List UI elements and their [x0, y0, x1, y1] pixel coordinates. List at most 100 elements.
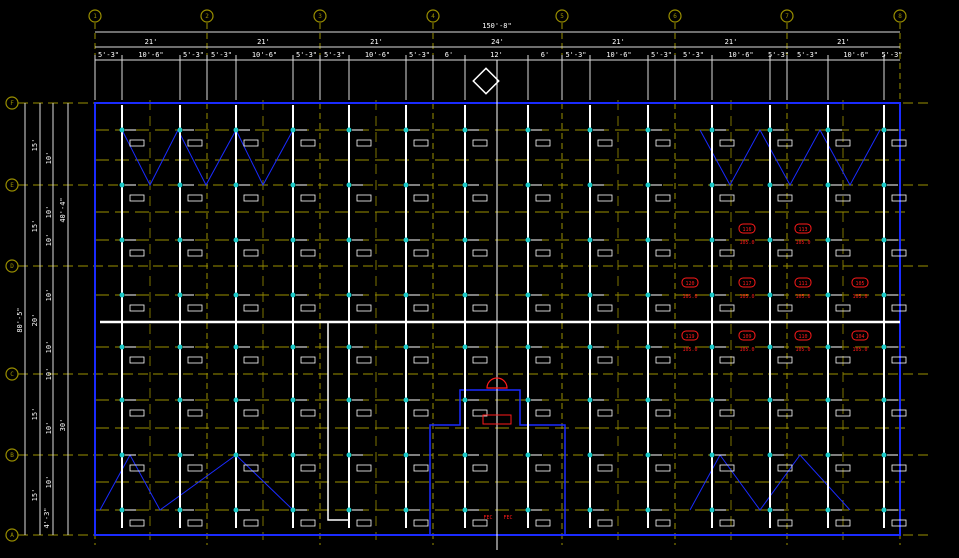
pipe-size-tag — [243, 409, 259, 417]
pipe-size-tag — [835, 304, 851, 312]
sprinkler-head — [587, 292, 593, 298]
grid-bubble-column — [200, 9, 214, 23]
sprinkler-head — [587, 344, 593, 350]
depth-sub-label: 10' — [45, 476, 53, 489]
pipe-size-tag — [891, 194, 907, 202]
sprinkler-head — [645, 237, 651, 243]
sprinkler-head — [825, 182, 831, 188]
sub-dimension-label: 5'-3" — [183, 51, 204, 59]
sprinkler-head — [177, 397, 183, 403]
pipe-size-tag — [777, 249, 793, 257]
bay-dimension-label: 21' — [370, 38, 383, 46]
pipe-size-tag — [719, 519, 735, 527]
pipe-size-tag — [891, 409, 907, 417]
sprinkler-head — [403, 127, 409, 133]
sprinkler-head — [346, 507, 352, 513]
sprinkler-head — [881, 397, 887, 403]
grid-label-row: A — [10, 532, 14, 539]
grid-label-column: 4 — [431, 13, 435, 20]
pipe-size-tag — [300, 464, 316, 472]
sprinkler-head — [346, 127, 352, 133]
depth-sub-label: 10' — [45, 422, 53, 435]
bay-dimension-label: 21' — [612, 38, 625, 46]
pipe-size-tag — [655, 409, 671, 417]
fixture-outline — [482, 414, 512, 425]
pipe-size-tag — [300, 139, 316, 147]
pipe-size-tag — [129, 139, 145, 147]
stair-outline — [121, 128, 294, 187]
sprinkler-head — [403, 507, 409, 513]
sub-dimension-label: 10'-6" — [728, 51, 753, 59]
sprinkler-head — [767, 397, 773, 403]
sprinkler-head — [177, 182, 183, 188]
pipe-size-tag — [472, 194, 488, 202]
room-tag-outline — [738, 330, 756, 341]
sprinkler-head — [233, 292, 239, 298]
sprinkler-head — [587, 397, 593, 403]
pipe-size-tag — [472, 139, 488, 147]
bay-dimension-label: 24' — [491, 38, 504, 46]
pipe-size-tag — [535, 139, 551, 147]
sprinkler-head — [233, 397, 239, 403]
sprinkler-head — [767, 507, 773, 513]
grid-bubble-row — [5, 528, 19, 542]
sub-dimension-label: 5'-3" — [409, 51, 430, 59]
sprinkler-head — [233, 127, 239, 133]
pipe-size-tag — [535, 409, 551, 417]
depth-sub-label: 10' — [45, 206, 53, 219]
sprinkler-head — [119, 182, 125, 188]
sprinkler-head — [290, 292, 296, 298]
sprinkler-head — [346, 182, 352, 188]
pipe-size-tag — [187, 356, 203, 364]
sprinkler-head — [881, 344, 887, 350]
door-swing-icon — [486, 377, 508, 389]
pipe-size-tag — [356, 139, 372, 147]
pipe-size-tag — [535, 519, 551, 527]
sprinkler-head — [825, 397, 831, 403]
room-tag-outline — [851, 277, 869, 288]
pipe-size-tag — [597, 249, 613, 257]
sub-dimension-label: 10'-6" — [843, 51, 868, 59]
pipe-size-tag — [777, 409, 793, 417]
room-tag-number: 109 — [742, 334, 751, 340]
grid-bubble-column — [313, 9, 327, 23]
pipe-size-tag — [777, 304, 793, 312]
sub-dimension-label: 5'-3" — [881, 51, 902, 59]
entry-vestibule-wall — [429, 389, 566, 535]
room-tag-outline — [681, 277, 699, 288]
pipe-size-tag — [719, 304, 735, 312]
pipe-size-tag — [300, 356, 316, 364]
sprinkler-head — [767, 452, 773, 458]
room-tag-outline — [851, 330, 869, 341]
depth-small-label: 4'-3" — [43, 507, 51, 528]
sprinkler-head — [587, 182, 593, 188]
grid-label-column: 1 — [93, 13, 97, 20]
pipe-size-tag — [891, 356, 907, 364]
sprinkler-head — [709, 127, 715, 133]
sprinkler-head — [403, 344, 409, 350]
pipe-size-tag — [129, 409, 145, 417]
sprinkler-head — [825, 507, 831, 513]
pipe-size-tag — [413, 519, 429, 527]
sprinkler-head — [881, 237, 887, 243]
sub-dimension-label: 5'-3" — [768, 51, 789, 59]
sprinkler-head — [462, 182, 468, 188]
pipe-size-tag — [655, 139, 671, 147]
sprinkler-head — [587, 127, 593, 133]
pipe-size-tag — [719, 139, 735, 147]
pipe-size-tag — [187, 519, 203, 527]
sprinkler-head — [177, 292, 183, 298]
pipe-size-tag — [777, 519, 793, 527]
sprinkler-head — [462, 452, 468, 458]
pipe-size-tag — [300, 519, 316, 527]
sprinkler-head — [462, 344, 468, 350]
sub-dimension-label: 5'-3" — [683, 51, 704, 59]
room-tag-outline — [794, 277, 812, 288]
sprinkler-head — [525, 182, 531, 188]
pipe-size-tag — [187, 409, 203, 417]
sprinkler-head — [587, 237, 593, 243]
depth-bay-label: 15' — [31, 408, 39, 421]
room-elevation: 105.0 — [739, 240, 754, 246]
grid-label-row: B — [10, 452, 14, 459]
